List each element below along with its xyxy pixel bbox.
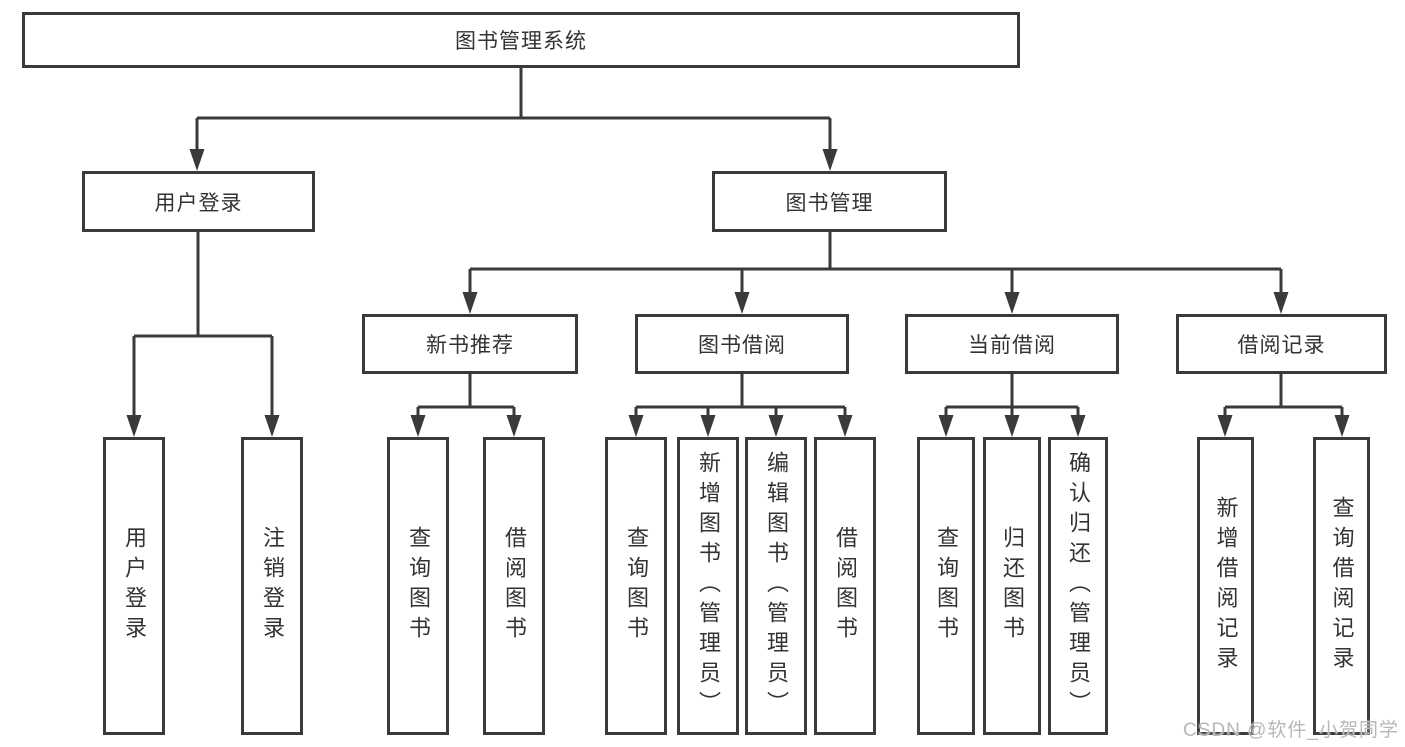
- leaf-add-books-admin: 新增图书（管理员）: [677, 437, 739, 735]
- leaf-confirm-return-admin-label: 确认归还（管理员）: [1066, 451, 1091, 721]
- leaf-borrow-books: 借阅图书: [814, 437, 876, 735]
- leaf-borrow-books-recommend: 借阅图书: [483, 437, 545, 735]
- node-root-library-management-system: 图书管理系统: [22, 12, 1020, 68]
- leaf-add-borrow-record-label: 新增借阅记录: [1213, 496, 1239, 676]
- leaf-query-books-recommend-label: 查询图书: [406, 526, 431, 646]
- node-borrowing-records-label: 借阅记录: [1237, 334, 1326, 357]
- node-root-label: 图书管理系统: [455, 30, 587, 53]
- node-current-borrowing-label: 当前借阅: [968, 334, 1056, 357]
- leaf-logout-label: 注销登录: [260, 526, 285, 646]
- leaf-query-books-borrowing: 查询图书: [605, 437, 667, 735]
- node-book-borrowing-label: 图书借阅: [698, 334, 786, 357]
- node-borrowing-records: 借阅记录: [1176, 314, 1387, 374]
- leaf-query-borrow-record: 查询借阅记录: [1313, 437, 1370, 735]
- leaf-add-borrow-record: 新增借阅记录: [1197, 437, 1254, 735]
- node-new-book-recommend-label: 新书推荐: [426, 334, 514, 357]
- leaf-query-books-recommend: 查询图书: [387, 437, 449, 735]
- leaf-return-books: 归还图书: [983, 437, 1041, 735]
- leaf-return-books-label: 归还图书: [1000, 526, 1025, 646]
- leaf-add-books-admin-label: 新增图书（管理员）: [696, 451, 721, 721]
- node-current-borrowing: 当前借阅: [905, 314, 1119, 374]
- leaf-borrow-books-recommend-label: 借阅图书: [502, 526, 527, 646]
- node-user-login: 用户登录: [82, 171, 315, 232]
- leaf-query-books-current-label: 查询图书: [934, 526, 959, 646]
- leaf-logout: 注销登录: [241, 437, 303, 735]
- node-user-login-label: 用户登录: [154, 191, 243, 215]
- leaf-user-login: 用户登录: [103, 437, 165, 735]
- leaf-query-borrow-record-label: 查询借阅记录: [1329, 496, 1355, 676]
- leaf-edit-books-admin: 编辑图书（管理员）: [745, 437, 807, 735]
- leaf-borrow-books-label: 借阅图书: [833, 526, 858, 646]
- leaf-confirm-return-admin: 确认归还（管理员）: [1048, 437, 1108, 735]
- node-new-book-recommend: 新书推荐: [362, 314, 578, 374]
- arrowheads: [126, 149, 1350, 437]
- csdn-watermark: CSDN @软件_小贺同学: [1183, 720, 1399, 741]
- leaf-user-login-label: 用户登录: [122, 526, 147, 646]
- leaf-edit-books-admin-label: 编辑图书（管理员）: [764, 451, 789, 721]
- leaf-query-books-current: 查询图书: [917, 437, 975, 735]
- leaf-query-books-borrowing-label: 查询图书: [624, 526, 649, 646]
- node-book-borrowing: 图书借阅: [635, 314, 849, 374]
- node-book-management: 图书管理: [712, 171, 947, 232]
- node-book-management-label: 图书管理: [785, 191, 874, 215]
